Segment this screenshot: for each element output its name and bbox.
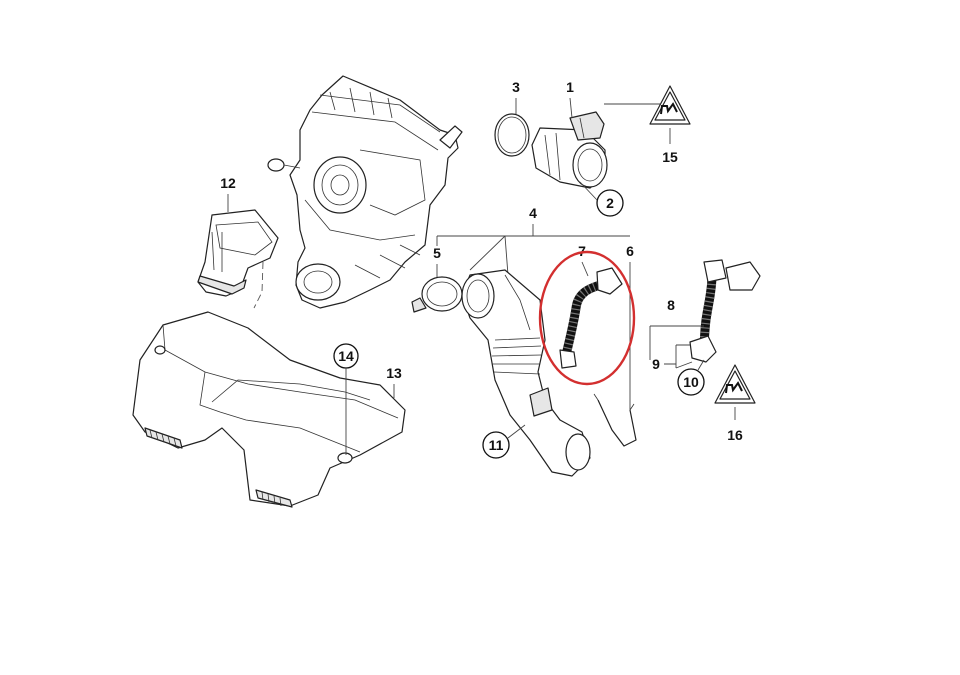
leader-bracket bbox=[436, 224, 630, 276]
leader-line bbox=[697, 359, 705, 371]
callout-1: 1 bbox=[566, 79, 574, 95]
warning-triangle-icon bbox=[649, 85, 691, 125]
callout-2-circle bbox=[596, 189, 624, 217]
breather-hose-part-8 bbox=[689, 259, 761, 363]
breather-hose-part-7 bbox=[559, 267, 623, 369]
leader-line bbox=[579, 181, 598, 201]
highlight-circle bbox=[538, 250, 636, 386]
intake-boot-part-11 bbox=[461, 269, 591, 477]
callout-14: 14 bbox=[338, 348, 354, 364]
callout-7: 7 bbox=[578, 243, 586, 259]
leader-bracket bbox=[649, 325, 704, 360]
leader-line bbox=[581, 261, 589, 277]
intake-snorkel-part-12 bbox=[197, 209, 279, 297]
callout-10: 10 bbox=[683, 374, 699, 390]
leader-line bbox=[569, 97, 573, 119]
callout-11-circle bbox=[482, 431, 510, 459]
callout-5: 5 bbox=[433, 245, 441, 261]
callout-16: 16 bbox=[727, 427, 743, 443]
air-flow-sensor-part-1 bbox=[531, 111, 608, 189]
callout-4: 4 bbox=[529, 205, 537, 221]
callout-11: 11 bbox=[489, 437, 504, 453]
callout-13: 13 bbox=[386, 365, 402, 381]
callout-6: 6 bbox=[626, 243, 634, 259]
callout-2: 2 bbox=[606, 195, 614, 211]
callout-9: 9 bbox=[652, 356, 660, 372]
lower-cover-part-13 bbox=[132, 311, 406, 508]
sealing-ring-part-3 bbox=[494, 113, 530, 157]
callout-8: 8 bbox=[667, 297, 675, 313]
callout-3: 3 bbox=[512, 79, 520, 95]
wire-clip-part-6 bbox=[597, 399, 637, 447]
callout-10-circle bbox=[677, 368, 705, 396]
warning-triangle-icon bbox=[714, 364, 756, 404]
leader-line bbox=[507, 424, 526, 439]
leader-bracket bbox=[664, 344, 693, 369]
hose-clamp-part-5 bbox=[411, 276, 463, 313]
callout-12: 12 bbox=[220, 175, 236, 191]
air-filter-housing bbox=[267, 75, 463, 309]
callout-15: 15 bbox=[662, 149, 678, 165]
assembly-dash-line bbox=[253, 261, 264, 309]
